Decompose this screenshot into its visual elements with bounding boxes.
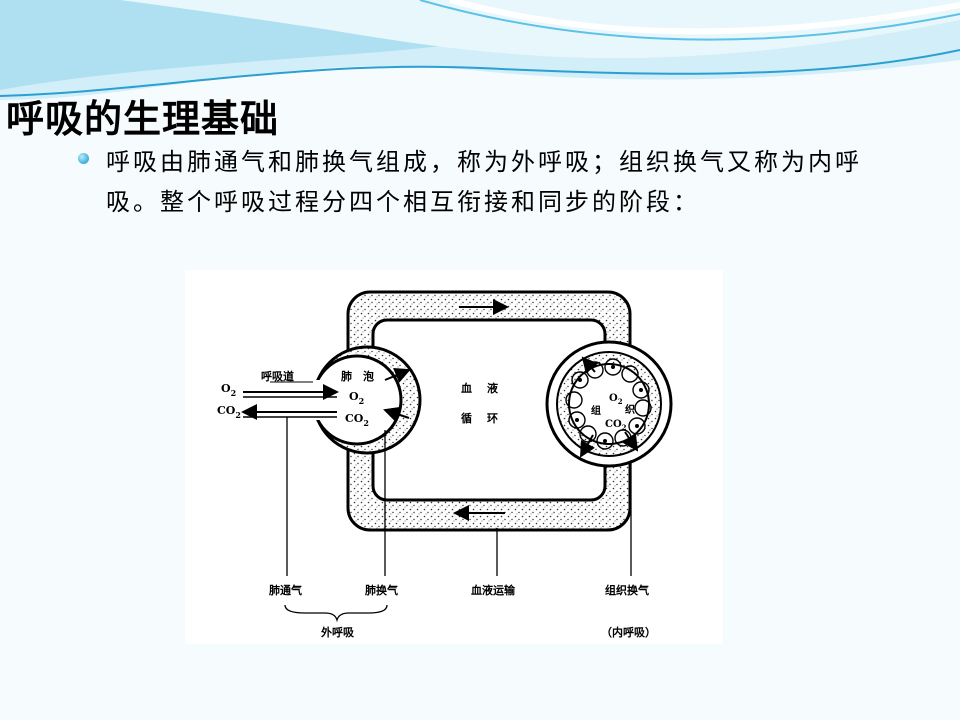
tissue-co2-label: CO2	[605, 419, 627, 432]
bullet-text: 呼吸由肺通气和肺换气组成，称为外呼吸；组织换气又称为内呼吸。整个呼吸过程分四个相…	[106, 148, 862, 216]
alveolus-exchange-arrow-out	[383, 406, 410, 423]
external-respiration-brace	[284, 604, 388, 623]
circulation-label-2: 环	[487, 412, 498, 425]
alveolus-label-1: 肺	[341, 369, 352, 383]
bullet-item: 呼吸由肺通气和肺换气组成，称为外呼吸；组织换气又称为内呼吸。整个呼吸过程分四个相…	[78, 142, 878, 222]
internal-respiration-label: （内呼吸）	[601, 625, 656, 639]
tissue-label-2: 织	[625, 403, 635, 416]
lung-ventilation-label: 肺通气	[269, 583, 302, 597]
alveolus-exchange-arrow-in	[384, 368, 411, 383]
airway-co2-label: CO2	[217, 404, 241, 420]
respiration-diagram: 呼吸道 O2 CO2 肺 泡 O2 CO2 血 液 循 环 O2 CO2 组 织…	[185, 270, 723, 644]
alveolus-o2-label: O2	[349, 390, 364, 406]
tissue-label-1: 组	[591, 404, 601, 417]
slide-title: 呼吸的生理基础	[6, 96, 280, 141]
tissue-o2-label: O2	[609, 393, 623, 406]
bullet-dot-icon	[78, 153, 89, 164]
airway-o2-label: O2	[221, 382, 236, 398]
external-respiration-label: 外呼吸	[320, 625, 355, 639]
lung-exchange-label: 肺换气	[365, 583, 398, 597]
blood-transport-label: 血液运输	[471, 583, 516, 597]
alveolus-co2-label: CO2	[345, 412, 369, 428]
circulation-label-1: 循	[461, 411, 472, 425]
header-wave-decoration	[0, 0, 960, 100]
blood-label-1: 血	[461, 381, 472, 395]
blood-label-2: 液	[487, 381, 499, 395]
alveolus-label-2: 泡	[363, 369, 374, 383]
airway-label: 呼吸道	[261, 369, 294, 383]
tissue-exchange-label: 组织换气	[605, 583, 649, 597]
